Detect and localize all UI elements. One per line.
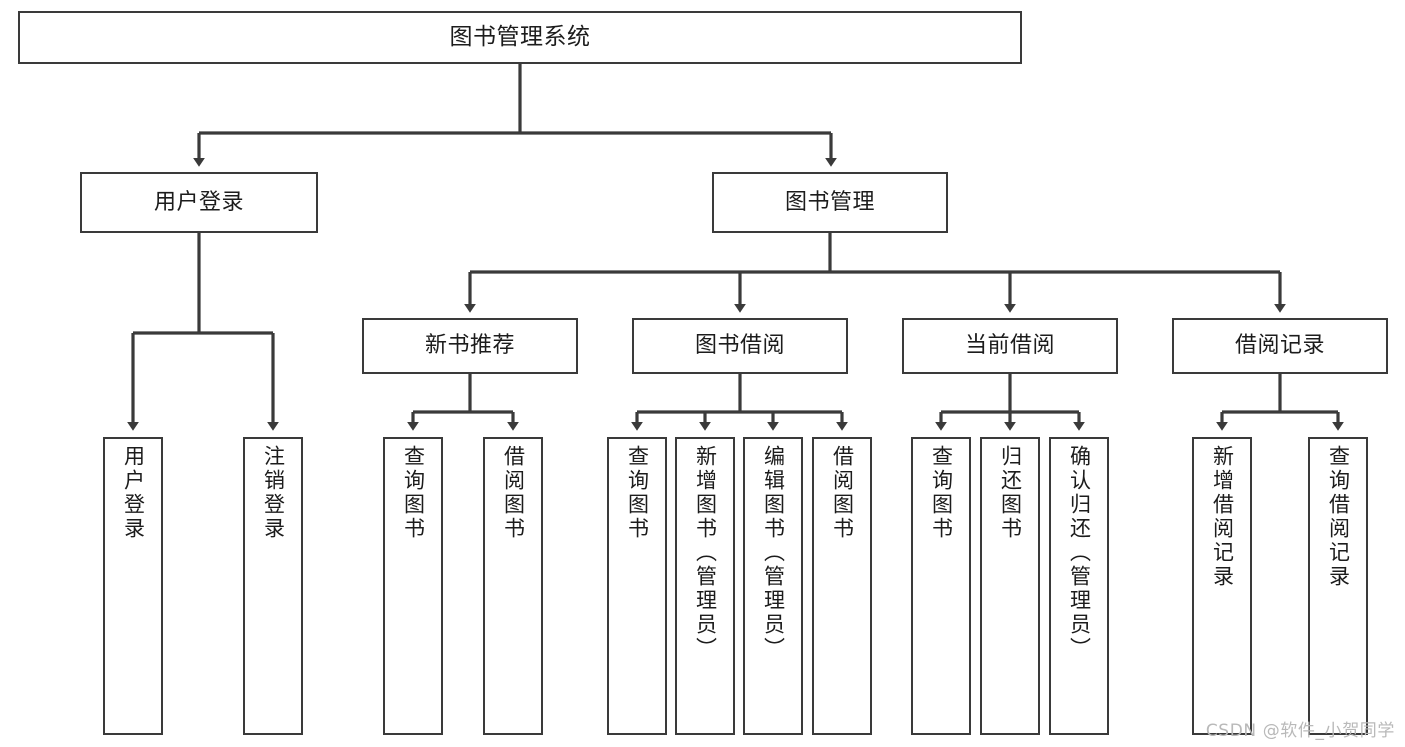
watermark: CSDN @软件_小贺同学 <box>1205 721 1395 741</box>
leaf-query-book-current[interactable]: 查询图书 <box>911 437 971 735</box>
node-label: 新增借阅记录 <box>1210 445 1235 589</box>
node-label: 归还图书 <box>998 445 1023 541</box>
node-label: 新书推荐 <box>424 333 515 359</box>
node-label: 查询借阅记录 <box>1326 445 1351 589</box>
node-borrow-record[interactable]: 借阅记录 <box>1172 318 1388 374</box>
leaf-edit-book-admin[interactable]: 编辑图书（管理员） <box>743 437 803 735</box>
node-book-borrow[interactable]: 图书借阅 <box>632 318 848 374</box>
node-label: 注销登录 <box>261 445 286 541</box>
leaf-query-book-recommend[interactable]: 查询图书 <box>383 437 443 735</box>
leaf-add-borrow-record[interactable]: 新增借阅记录 <box>1192 437 1252 735</box>
node-label: 借阅图书 <box>501 445 526 541</box>
leaf-query-borrow-record[interactable]: 查询借阅记录 <box>1308 437 1368 735</box>
node-label: 查询图书 <box>401 445 426 541</box>
node-label: 借阅记录 <box>1234 333 1325 359</box>
node-label: 查询图书 <box>929 445 954 541</box>
leaf-confirm-return-admin[interactable]: 确认归还（管理员） <box>1049 437 1109 735</box>
leaf-user-login[interactable]: 用户登录 <box>103 437 163 735</box>
node-current-borrow[interactable]: 当前借阅 <box>902 318 1118 374</box>
leaf-add-book-admin[interactable]: 新增图书（管理员） <box>675 437 735 735</box>
node-book-manage[interactable]: 图书管理 <box>712 172 948 233</box>
node-label: 用户登录 <box>153 189 244 215</box>
leaf-borrow-book[interactable]: 借阅图书 <box>812 437 872 735</box>
node-label: 图书借阅 <box>694 333 785 359</box>
node-label: 用户登录 <box>121 445 146 541</box>
node-user-login[interactable]: 用户登录 <box>80 172 318 233</box>
node-label: 确认归还（管理员） <box>1067 445 1092 661</box>
node-label: 当前借阅 <box>964 333 1055 359</box>
node-label: 借阅图书 <box>830 445 855 541</box>
leaf-logout-login[interactable]: 注销登录 <box>243 437 303 735</box>
node-label: 编辑图书（管理员） <box>761 445 786 661</box>
node-new-book-recommend[interactable]: 新书推荐 <box>362 318 578 374</box>
node-label: 图书管理 <box>784 189 875 215</box>
leaf-query-book-borrow[interactable]: 查询图书 <box>607 437 667 735</box>
node-label: 新增图书（管理员） <box>693 445 718 661</box>
node-label: 图书管理系统 <box>449 23 591 50</box>
leaf-borrow-book-recommend[interactable]: 借阅图书 <box>483 437 543 735</box>
node-label: 查询图书 <box>625 445 650 541</box>
leaf-return-book[interactable]: 归还图书 <box>980 437 1040 735</box>
node-root-system[interactable]: 图书管理系统 <box>18 11 1022 64</box>
